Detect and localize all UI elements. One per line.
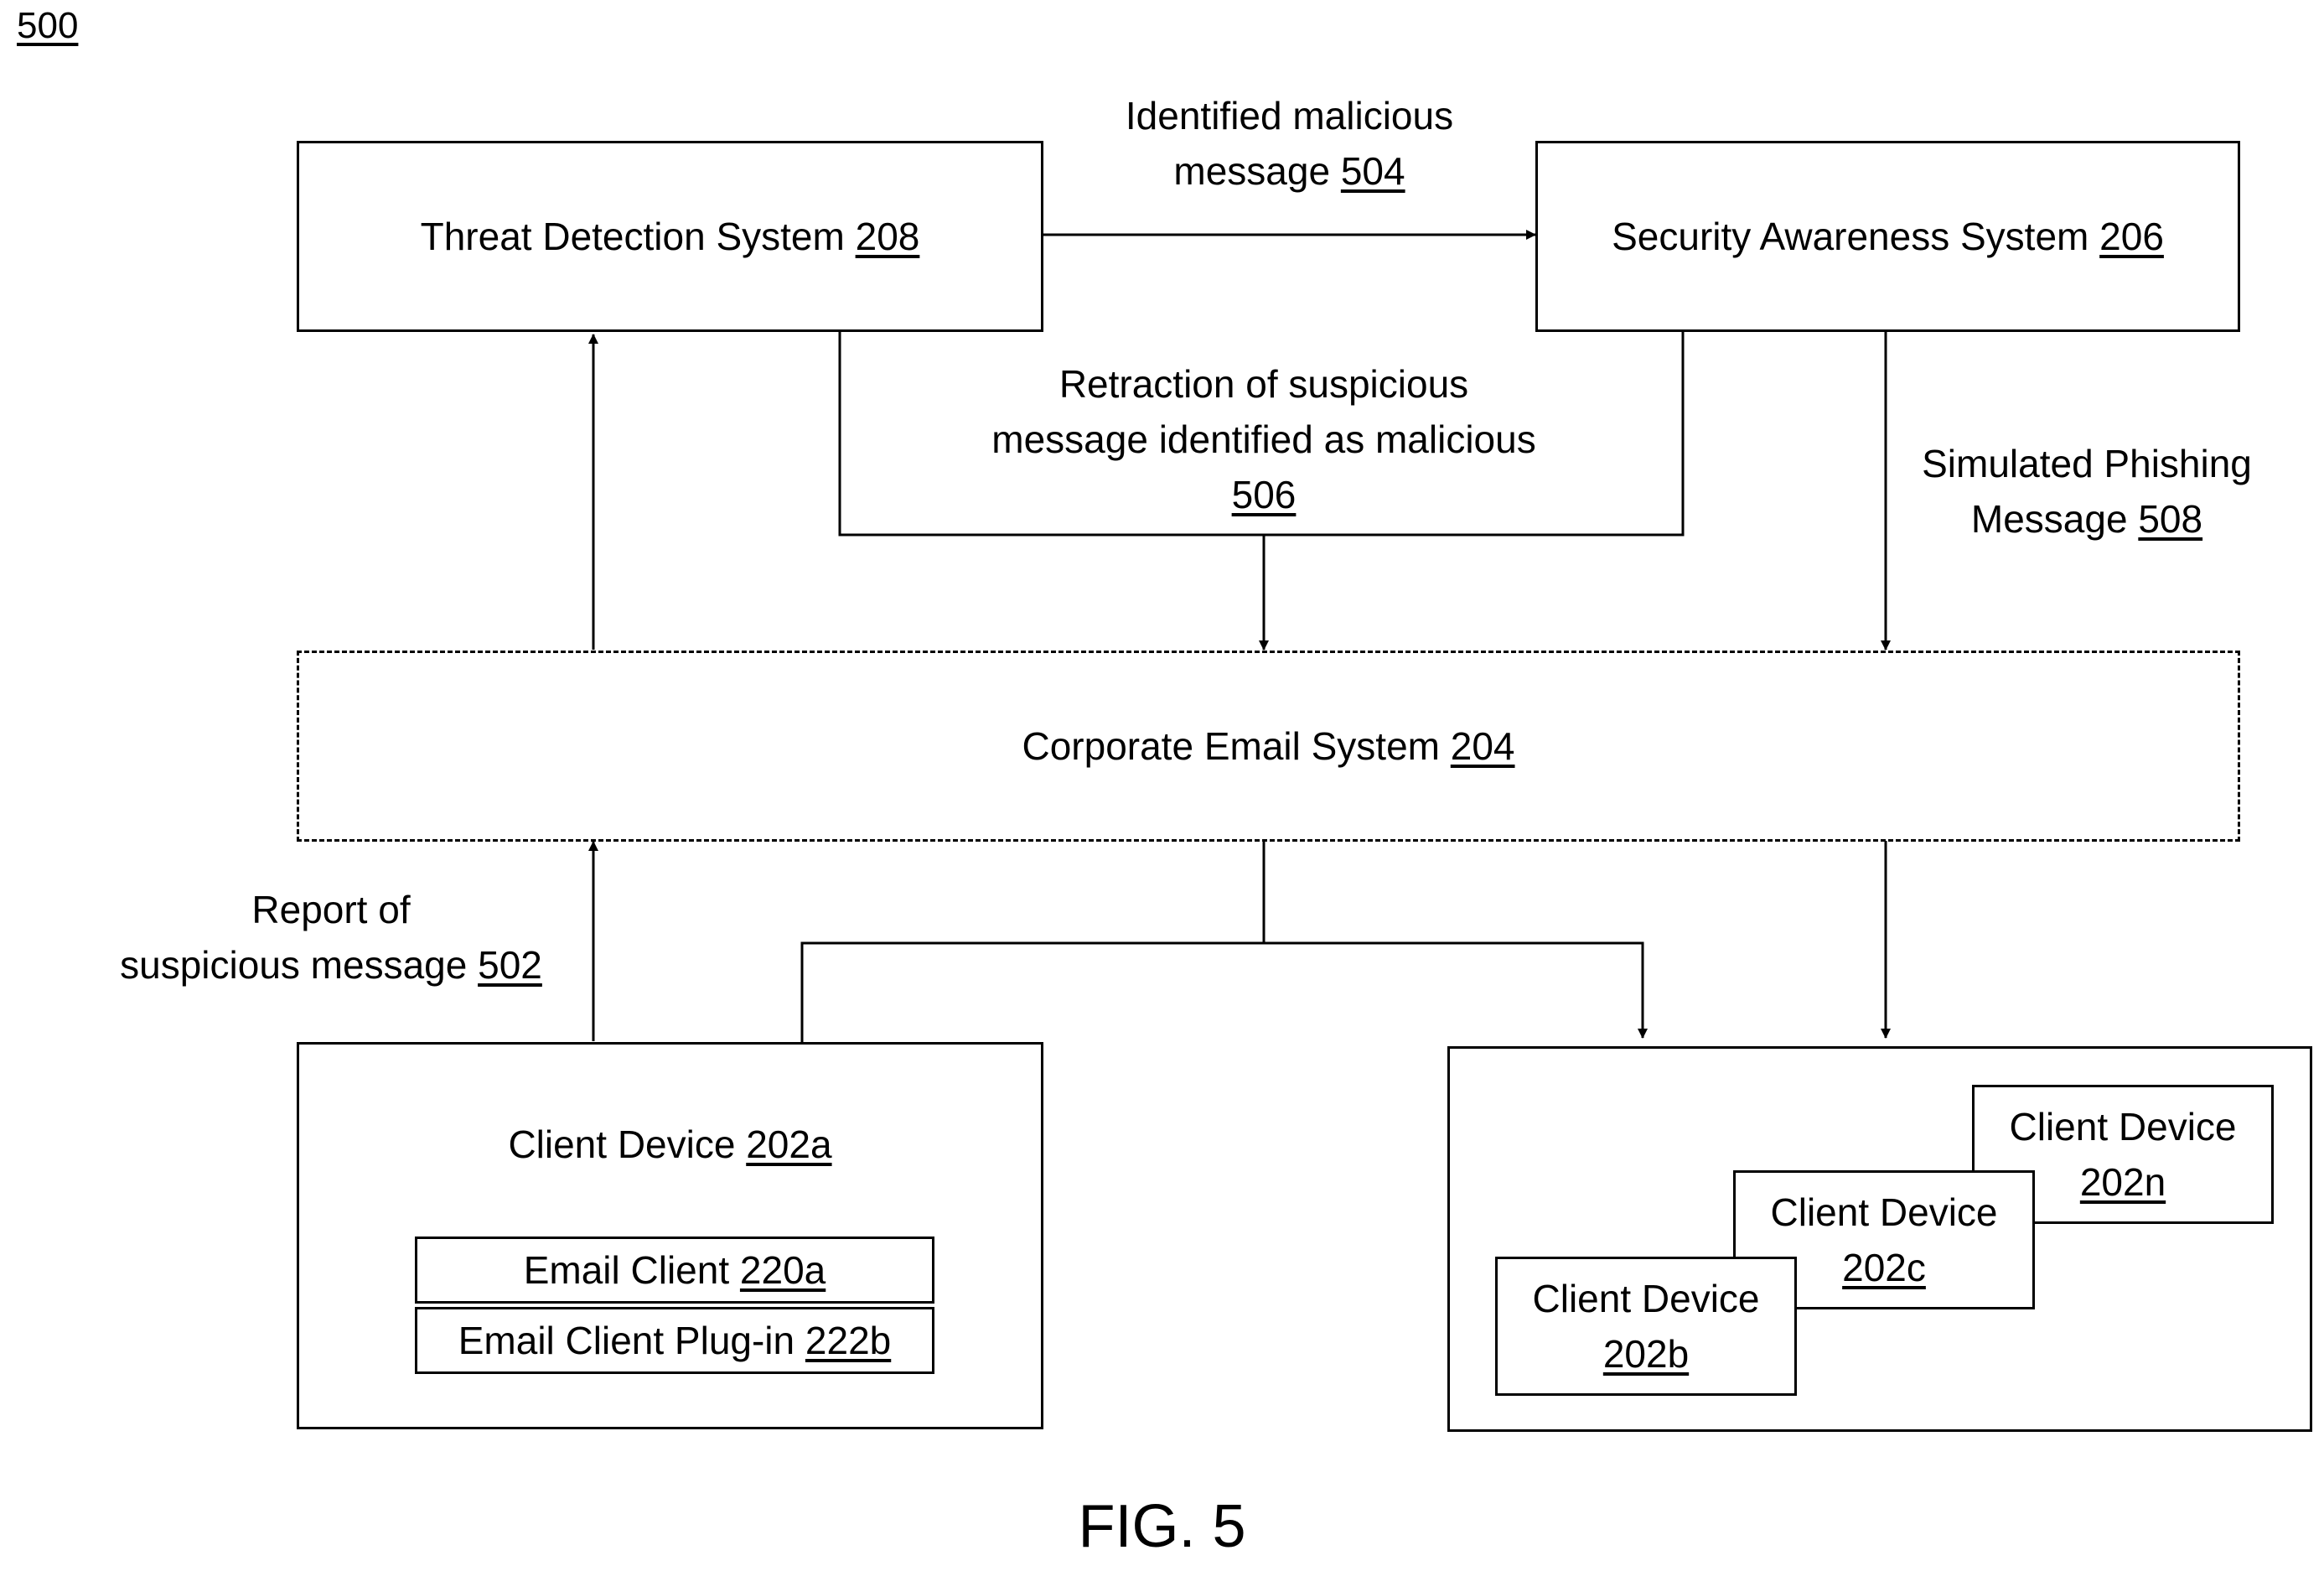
email-client-plugin-label: Email Client Plug-in 222b: [458, 1313, 892, 1368]
client-device-a-box: Client Device 202a Email Client 220a Ema…: [297, 1042, 1043, 1429]
figure-caption: FIG. 5: [0, 1492, 2324, 1561]
email-client-plugin-box: Email Client Plug-in 222b: [415, 1307, 934, 1374]
corporate-email-system-box: Corporate Email System 204: [297, 651, 2240, 842]
branch-to-client-a: [802, 943, 1643, 1042]
security-awareness-label: Security Awareness System 206: [1612, 209, 2164, 264]
client-device-group-box: Client Device 202n Client Device 202c Cl…: [1447, 1046, 2312, 1432]
client-device-a-label: Client Device 202a: [299, 1117, 1041, 1172]
client-device-b-label: Client Device 202b: [1533, 1271, 1760, 1382]
threat-detection-system-box: Threat Detection System 208: [297, 141, 1043, 332]
client-device-b-box: Client Device 202b: [1495, 1257, 1797, 1396]
identified-malicious-label: Identified malicious message 504: [1043, 88, 1535, 199]
client-device-c-label: Client Device 202c: [1771, 1185, 1998, 1295]
email-client-label: Email Client 220a: [524, 1242, 826, 1298]
security-awareness-system-box: Security Awareness System 206: [1535, 141, 2240, 332]
simulated-phishing-label: Simulated Phishing Message 508: [1902, 436, 2271, 547]
client-device-n-label: Client Device 202n: [2010, 1099, 2237, 1210]
report-label: Report of suspicious message 502: [92, 882, 570, 993]
email-client-box: Email Client 220a: [415, 1237, 934, 1304]
retraction-label: Retraction of suspicious message identif…: [929, 356, 1599, 522]
corporate-email-label: Corporate Email System 204: [1022, 718, 1514, 774]
threat-detection-label: Threat Detection System 208: [421, 209, 920, 264]
